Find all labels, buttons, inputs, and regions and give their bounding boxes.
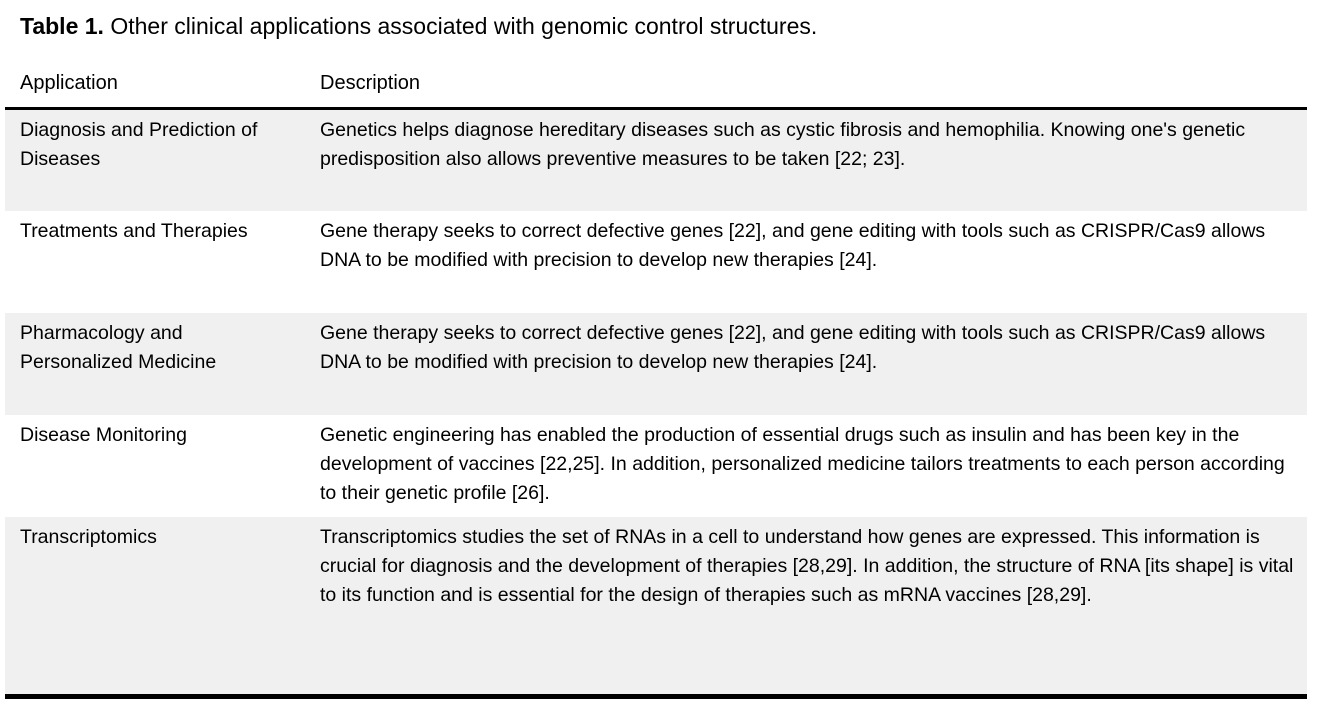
description-cell: Genetic engineering has enabled the prod… — [320, 423, 1285, 504]
column-header-description: Description — [305, 60, 1307, 110]
application-cell: Diagnosis and Prediction of Diseases — [20, 119, 258, 170]
table-caption-label: Table 1. — [20, 13, 104, 39]
table-row: Treatments and Therapies Gene therapy se… — [5, 211, 1307, 313]
applications-table: Application Description Diagnosis and Pr… — [5, 60, 1307, 699]
table-caption: Table 1. Other clinical applications ass… — [0, 0, 1334, 40]
table-row: Transcriptomics Transcriptomics studies … — [5, 516, 1307, 697]
description-cell: Transcriptomics studies the set of RNAs … — [320, 525, 1294, 606]
description-cell: Genetics helps diagnose hereditary disea… — [320, 119, 1246, 170]
table-row: Diagnosis and Prediction of Diseases Gen… — [5, 108, 1307, 211]
application-cell: Disease Monitoring — [20, 423, 187, 446]
column-header-application: Application — [5, 60, 305, 110]
table-row: Pharmacology and Personalized Medicine G… — [5, 312, 1307, 415]
application-cell: Pharmacology and Personalized Medicine — [20, 321, 217, 373]
table-caption-text: Other clinical applications associated w… — [103, 13, 818, 39]
description-cell: Gene therapy seeks to correct defective … — [320, 321, 1266, 373]
description-cell: Gene therapy seeks to correct defective … — [320, 219, 1266, 271]
application-cell: Treatments and Therapies — [20, 219, 248, 242]
table-header-row: Application Description — [5, 60, 1307, 110]
table-row: Disease Monitoring Genetic engineering h… — [5, 415, 1307, 517]
application-cell: Transcriptomics — [20, 525, 157, 548]
